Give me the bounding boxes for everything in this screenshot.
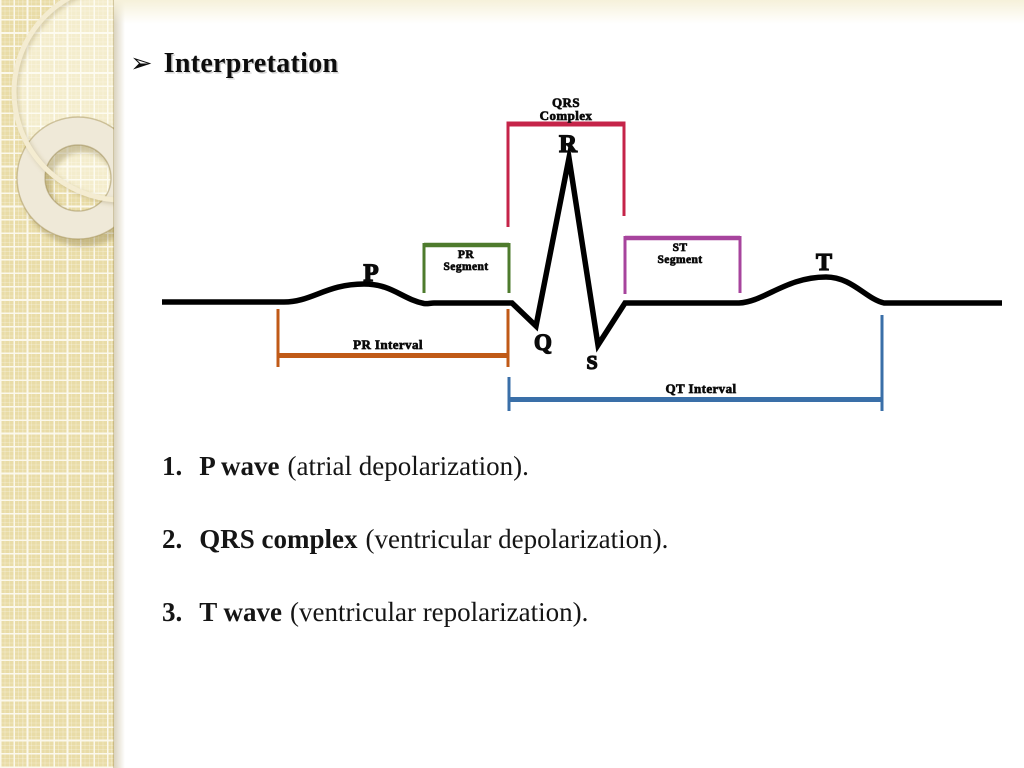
ring-inner-outline xyxy=(44,144,112,212)
list-description: (ventricular depolarization). xyxy=(365,524,669,554)
qrs-complex-label-line2: Complex xyxy=(540,108,593,123)
list-description: (atrial depolarization). xyxy=(287,451,529,481)
qrs-complex-label-line1: QRS xyxy=(552,95,580,110)
interpretation-list: 1. P wave(atrial depolarization). 2. QRS c… xyxy=(162,451,668,670)
q-wave-label: Q xyxy=(534,330,552,355)
pr-segment-label-line2: Segment xyxy=(444,261,489,273)
list-term: QRS complex xyxy=(199,524,358,554)
s-wave-label: S xyxy=(586,352,597,374)
list-number: 1. xyxy=(162,451,183,481)
list-number: 3. xyxy=(162,597,183,627)
pr-interval-label: PR Interval xyxy=(353,337,423,352)
t-wave-label: T xyxy=(816,250,832,276)
slide-title: Interpretation xyxy=(163,48,339,79)
qrs-complex-bracket: QRS Complex xyxy=(506,95,626,227)
ecg-waveform xyxy=(162,142,1002,353)
pr-segment-label-line1: PR xyxy=(458,249,474,261)
list-item-qrs-complex: 2. QRS complex(ventricular depolarization… xyxy=(162,524,668,554)
pr-interval-bracket: PR Interval xyxy=(276,309,510,367)
ring-outer-outline xyxy=(16,116,114,240)
st-segment-label-line1: ST xyxy=(673,242,688,254)
list-description: (ventricular repolarization). xyxy=(290,597,589,627)
p-wave-label: P xyxy=(363,260,378,287)
list-item-t-wave: 3. T wave(ventricular repolarization). xyxy=(162,597,668,627)
qt-interval-bracket: QT Interval xyxy=(507,315,884,411)
list-term: P wave xyxy=(199,451,280,481)
list-number: 2. xyxy=(162,524,183,554)
r-wave-label: R xyxy=(559,131,578,158)
list-item-p-wave: 1. P wave(atrial depolarization). xyxy=(162,451,668,481)
arrow-bullet-icon: ➢ xyxy=(130,47,153,78)
st-segment-bracket: ST Segment xyxy=(623,235,742,294)
list-term: T wave xyxy=(199,597,283,627)
st-segment-label-line2: Segment xyxy=(658,254,703,266)
sidebar-circles-graphic xyxy=(11,0,114,247)
sidebar-decoration xyxy=(0,0,114,768)
slide-heading: ➢ Interpretation xyxy=(130,48,338,80)
ring-icon xyxy=(17,117,114,239)
large-circle-icon xyxy=(11,0,114,203)
qt-interval-label: QT Interval xyxy=(666,381,737,396)
pr-segment-bracket: PR Segment xyxy=(422,242,511,293)
